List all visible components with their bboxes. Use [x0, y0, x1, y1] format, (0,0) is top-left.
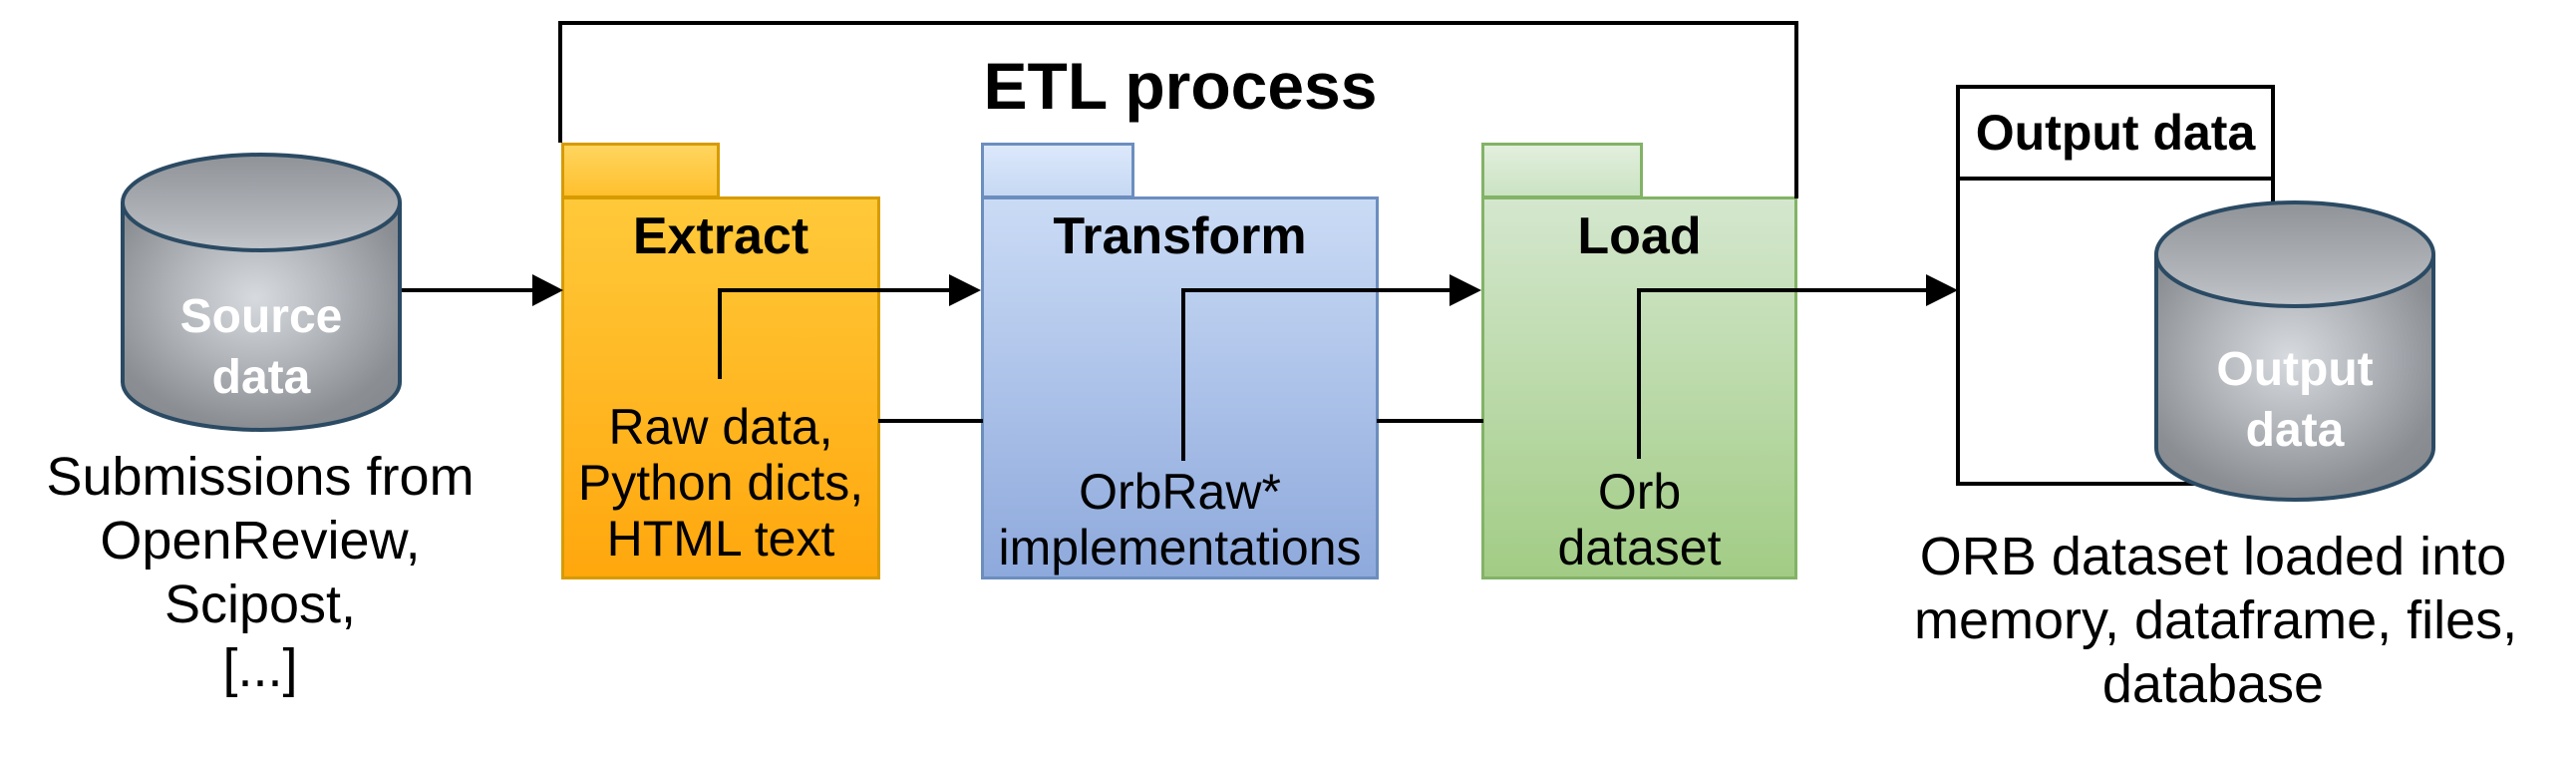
folder-transform-title: Transform	[1053, 207, 1307, 265]
source-caption: Submissions from OpenReview, Scipost, [.…	[11, 445, 509, 700]
caption-line: [...]	[222, 638, 298, 698]
folder-extract-body	[561, 196, 880, 579]
output-cylinder-label-line: data	[2245, 404, 2345, 457]
arrow-extract-to-transform-head	[949, 274, 981, 306]
folder-load-tab	[1481, 143, 1643, 198]
output-cylinder-label: Output data	[2154, 339, 2435, 461]
sublabel-line: OrbRaw*	[1079, 464, 1281, 520]
caption-line: ORB dataset loaded into	[1919, 527, 2507, 586]
output-box-title: Output data	[1960, 89, 2271, 181]
sublabel-line: implementations	[998, 520, 1362, 575]
output-cylinder	[2154, 200, 2435, 502]
sublabel-line: Raw data,	[608, 399, 833, 455]
source-cylinder-label: Source data	[121, 286, 402, 408]
caption-line: database	[2101, 654, 2325, 714]
caption-line: memory, dataframe, files,	[1914, 590, 2518, 650]
caption-line: Submissions from	[46, 447, 475, 507]
output-cylinder-label-line: Output	[2216, 343, 2374, 396]
etl-process-title: ETL process	[983, 49, 1378, 123]
output-cylinder-body	[2154, 254, 2435, 502]
folder-load-sublabel: Orb dataset	[1481, 464, 1797, 575]
folder-transform-sublabel: OrbRaw* implementations	[981, 464, 1379, 575]
arrow-transform-to-load-head	[1449, 274, 1481, 306]
sublabel-line: Python dicts,	[577, 455, 864, 511]
source-cylinder-label-line: Source	[179, 290, 343, 343]
caption-line: OpenReview,	[100, 511, 421, 571]
sublabel-line: HTML text	[606, 511, 835, 567]
folder-load-title: Load	[1577, 207, 1702, 265]
source-cylinder	[121, 153, 402, 432]
sublabel-line: Orb	[1597, 464, 1682, 520]
folder-extract-title: Extract	[632, 207, 809, 265]
caption-line: Scipost,	[163, 574, 357, 634]
folder-extract-sublabel: Raw data, Python dicts, HTML text	[561, 399, 880, 567]
source-cylinder-label-line: data	[211, 351, 311, 404]
output-caption: ORB dataset loaded into memory, datafram…	[1914, 525, 2518, 716]
sublabel-line: dataset	[1557, 520, 1722, 575]
folder-transform-tab	[981, 143, 1134, 198]
output-cylinder-top	[2154, 200, 2435, 308]
arrow-source-to-extract-head	[532, 274, 563, 306]
source-cylinder-top	[121, 153, 402, 252]
source-cylinder-body	[121, 202, 402, 432]
arrow-load-to-output-head	[1926, 274, 1958, 306]
folder-extract-tab	[561, 143, 720, 198]
